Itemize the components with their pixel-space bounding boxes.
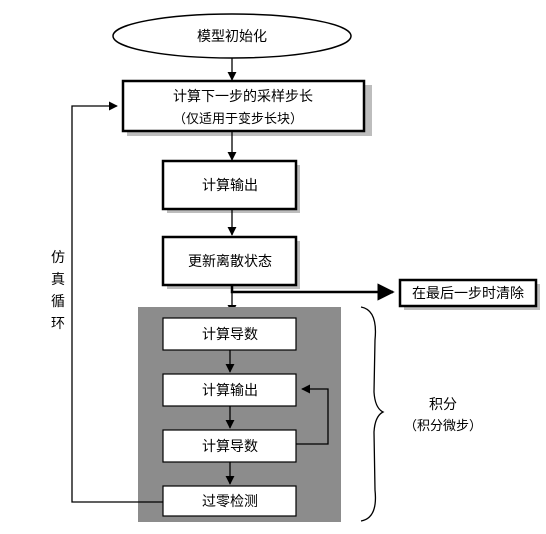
arrow-simulation-loop <box>71 101 163 503</box>
arrow-microstep-loop <box>296 384 329 445</box>
integ-derivative-2-label: 计算导数 <box>202 439 258 455</box>
update-state-box <box>161 235 298 287</box>
integ-output-box <box>162 373 297 407</box>
loop-char: 真 <box>51 272 65 288</box>
compute-step-label: 计算下一步的采样步长 <box>173 89 313 105</box>
integ-derivative-1-label: 计算导数 <box>202 327 258 343</box>
integration-subtitle: （积分微步） <box>404 419 482 434</box>
loop-char: 循 <box>51 294 65 310</box>
init-label: 模型初始化 <box>197 28 267 45</box>
compute-output-box <box>161 159 298 211</box>
zero-crossing-label: 过零检测 <box>202 494 258 510</box>
integration-brace <box>360 306 385 522</box>
compute-step-note: （仅适用于变步长块） <box>173 111 303 127</box>
loop-label: 仿 真 循 环 <box>51 250 65 332</box>
compute-output-label: 计算输出 <box>202 178 258 194</box>
loop-char: 环 <box>51 316 65 332</box>
integ-output-label: 计算输出 <box>202 383 258 399</box>
clear-box <box>398 278 538 308</box>
update-state-label: 更新离散状态 <box>188 253 272 270</box>
zero-crossing-box <box>162 485 297 517</box>
compute-step-box <box>121 79 366 133</box>
clear-label: 在最后一步时清除 <box>412 286 524 302</box>
loop-char: 仿 <box>51 250 65 266</box>
integ-derivative-2-box <box>162 429 297 463</box>
integration-title: 积分 <box>429 397 457 413</box>
